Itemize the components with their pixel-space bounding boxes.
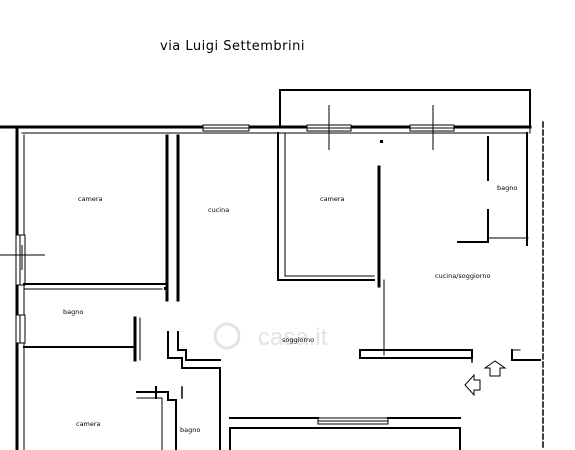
room-label-camera-top-left: camera: [78, 195, 103, 203]
room-label-bagno-left: bagno: [63, 308, 83, 316]
windows-top: [202, 105, 455, 150]
room-label-bagno-bottom: bagno: [180, 426, 200, 434]
watermark: casa.it: [213, 322, 328, 351]
windows-left: [0, 234, 45, 344]
interior-walls: [23, 132, 541, 450]
room-label-bagno-top-right: bagno: [497, 184, 517, 192]
balcony: [279, 89, 531, 127]
room-label-cucina-soggiorno: cucina/soggiorno: [435, 272, 490, 280]
outer-walls: [0, 121, 544, 450]
entrance-arrows: [464, 360, 507, 397]
watermark-text: casa.it: [258, 324, 328, 351]
room-label-camera-bottom-left: camera: [76, 420, 101, 428]
small-marks: [164, 140, 383, 290]
street-name: via Luigi Settembrini: [160, 39, 305, 54]
room-label-camera-top-mid: camera: [320, 195, 345, 203]
room-label-soggiorno: soggiorno: [282, 336, 314, 344]
room-labels: camera cucina camera bagno cucina/soggio…: [63, 184, 517, 434]
room-label-cucina: cucina: [208, 206, 229, 214]
